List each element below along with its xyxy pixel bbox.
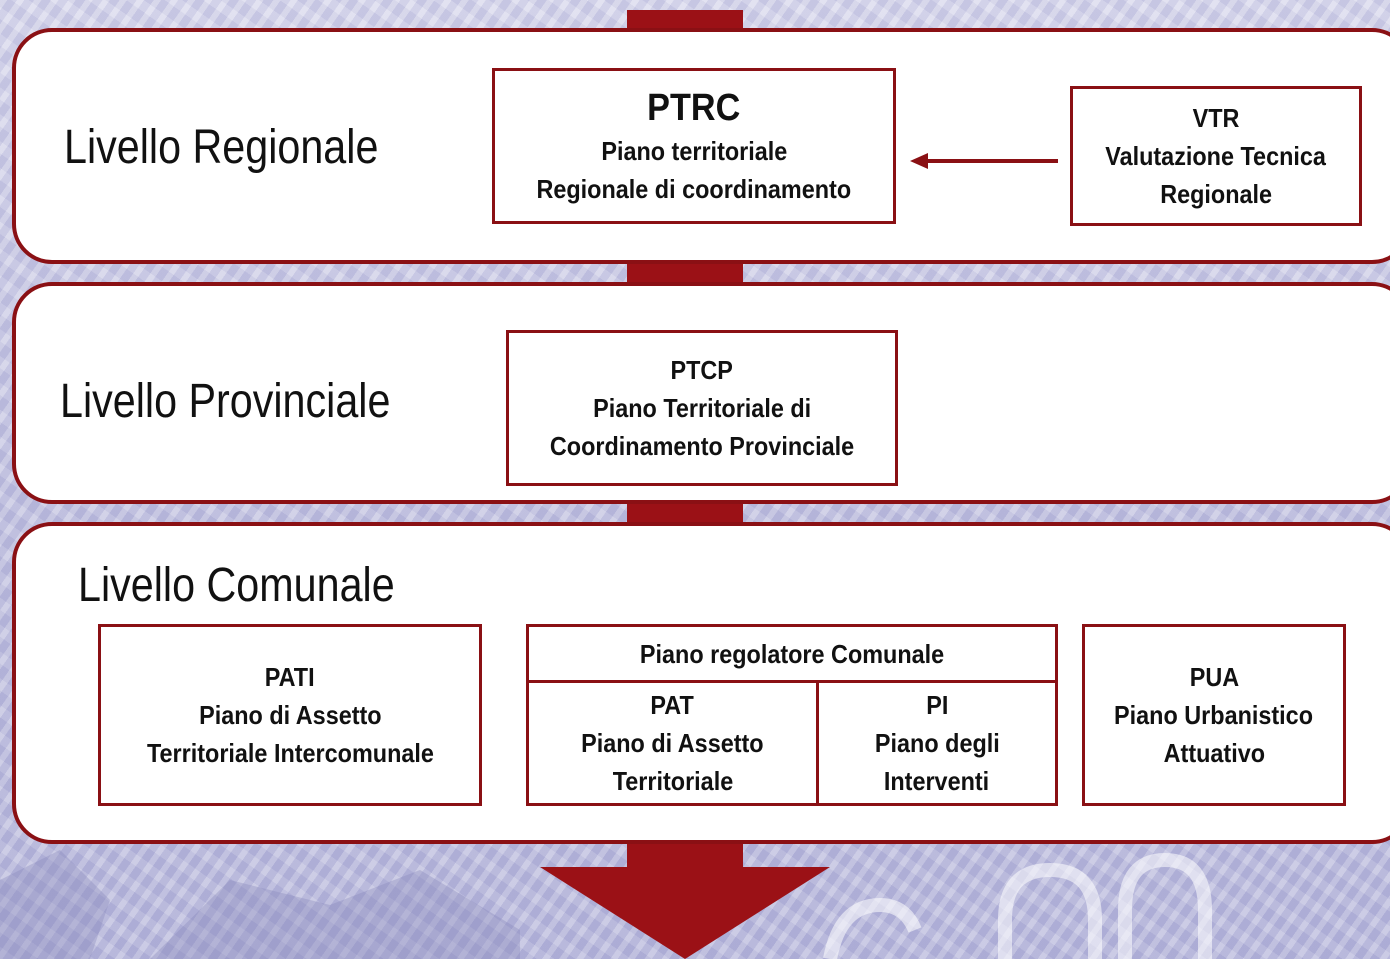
prc-header-label: Piano regolatore Comunale [639, 638, 945, 669]
pua-box: PUA Piano Urbanistico Attuativo [1082, 624, 1346, 806]
connector-regional-provincial [627, 262, 743, 284]
down-arrow-icon [540, 867, 830, 959]
vtr-line1: Valutazione Tecnica [1105, 141, 1327, 171]
level-regionale-panel: Livello Regionale PTRC Piano territorial… [12, 28, 1390, 264]
vtr-to-ptrc-arrow [910, 153, 1058, 169]
pati-line1: Piano di Assetto [198, 700, 382, 730]
pat-code: PAT [650, 690, 695, 720]
level-comunale-panel: Livello Comunale PATI Piano di Assetto T… [12, 522, 1390, 844]
pua-line2: Attuativo [1163, 738, 1265, 768]
ptcp-box: PTCP Piano Territoriale di Coordinamento… [506, 330, 898, 486]
prc-group: Piano regolatore Comunale PAT Piano di A… [526, 624, 1058, 806]
pua-code: PUA [1189, 662, 1239, 692]
vtr-code: VTR [1192, 103, 1240, 133]
ptrc-line2: Regionale di coordinamento [536, 174, 852, 204]
pati-box: PATI Piano di Assetto Territoriale Inter… [98, 624, 482, 806]
level-comunale-title: Livello Comunale [78, 559, 395, 612]
vtr-line2: Regionale [1160, 179, 1272, 209]
level-provinciale-title: Livello Provinciale [60, 375, 391, 428]
level-regionale-title: Livello Regionale [64, 121, 379, 174]
pati-line2: Territoriale Intercomunale [146, 738, 434, 768]
pat-cell: PAT Piano di Assetto Territoriale [529, 683, 819, 803]
ptcp-line2: Coordinamento Provinciale [549, 431, 855, 461]
arrow-shaft [627, 840, 743, 870]
pat-line2: Territoriale [612, 766, 733, 796]
prc-header: Piano regolatore Comunale [529, 627, 1055, 683]
ptrc-line1: Piano territoriale [601, 136, 787, 166]
pat-line1: Piano di Assetto [581, 728, 764, 758]
pi-cell: PI Piano degli Interventi [819, 683, 1055, 803]
ptrc-code: PTRC [647, 87, 741, 129]
level-provinciale-panel: Livello Provinciale PTCP Piano Territori… [12, 282, 1390, 504]
ptcp-line1: Piano Territoriale di [592, 393, 812, 423]
ptcp-code: PTCP [670, 355, 734, 385]
ptrc-box: PTRC Piano territoriale Regionale di coo… [492, 68, 896, 224]
pi-line2: Interventi [884, 766, 990, 796]
vtr-box: VTR Valutazione Tecnica Regionale [1070, 86, 1362, 226]
pi-line1: Piano degli [874, 728, 1000, 758]
pua-line1: Piano Urbanistico [1114, 700, 1314, 730]
pati-code: PATI [265, 662, 315, 692]
pi-code: PI [925, 690, 949, 720]
